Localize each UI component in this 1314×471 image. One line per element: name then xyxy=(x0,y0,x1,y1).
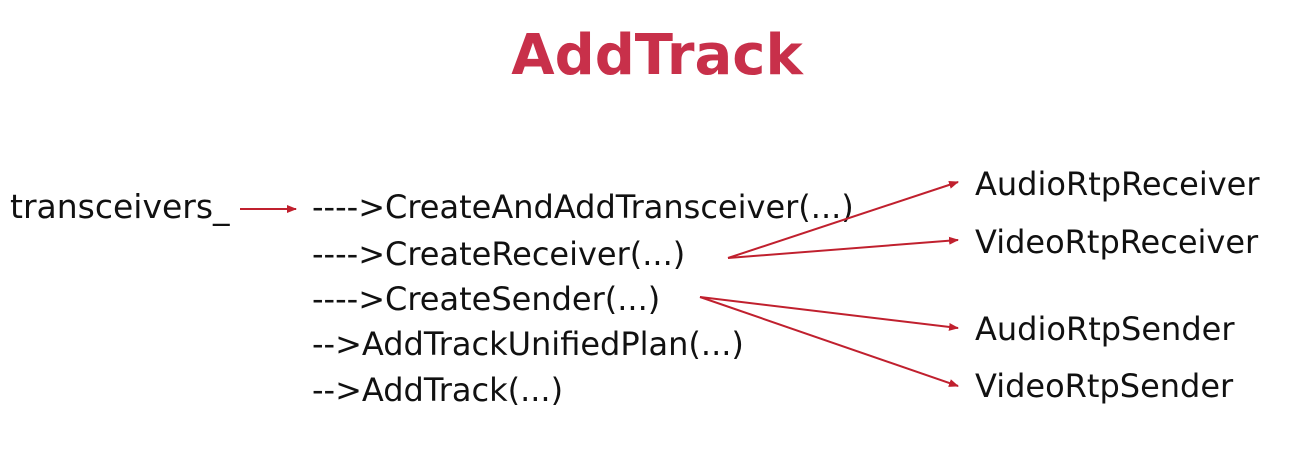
output-video-rtp-sender: VideoRtpSender xyxy=(975,367,1234,405)
call-create-sender: ---->CreateSender(...) xyxy=(312,280,661,318)
diagram-title: AddTrack xyxy=(511,23,803,88)
arrow-sender-to-audio-rtp-sender xyxy=(699,296,959,331)
call-add-track: -->AddTrack(...) xyxy=(312,371,564,409)
arrow-sender-to-video-rtp-sender xyxy=(699,296,959,387)
call-add-track-unified-plan: -->AddTrackUnifiedPlan(...) xyxy=(312,325,744,363)
output-audio-rtp-receiver: AudioRtpReceiver xyxy=(975,165,1260,203)
source-label: transceivers_ xyxy=(10,187,230,226)
arrow-receiver-to-audio-rtp-receiver xyxy=(727,181,959,259)
output-audio-rtp-sender: AudioRtpSender xyxy=(975,310,1235,348)
output-video-rtp-receiver: VideoRtpReceiver xyxy=(975,223,1259,261)
arrow-receiver-to-video-rtp-receiver xyxy=(727,236,959,259)
call-create-and-add-transceiver: ---->CreateAndAddTransceiver(...) xyxy=(312,188,854,226)
call-create-receiver: ---->CreateReceiver(...) xyxy=(312,235,686,273)
